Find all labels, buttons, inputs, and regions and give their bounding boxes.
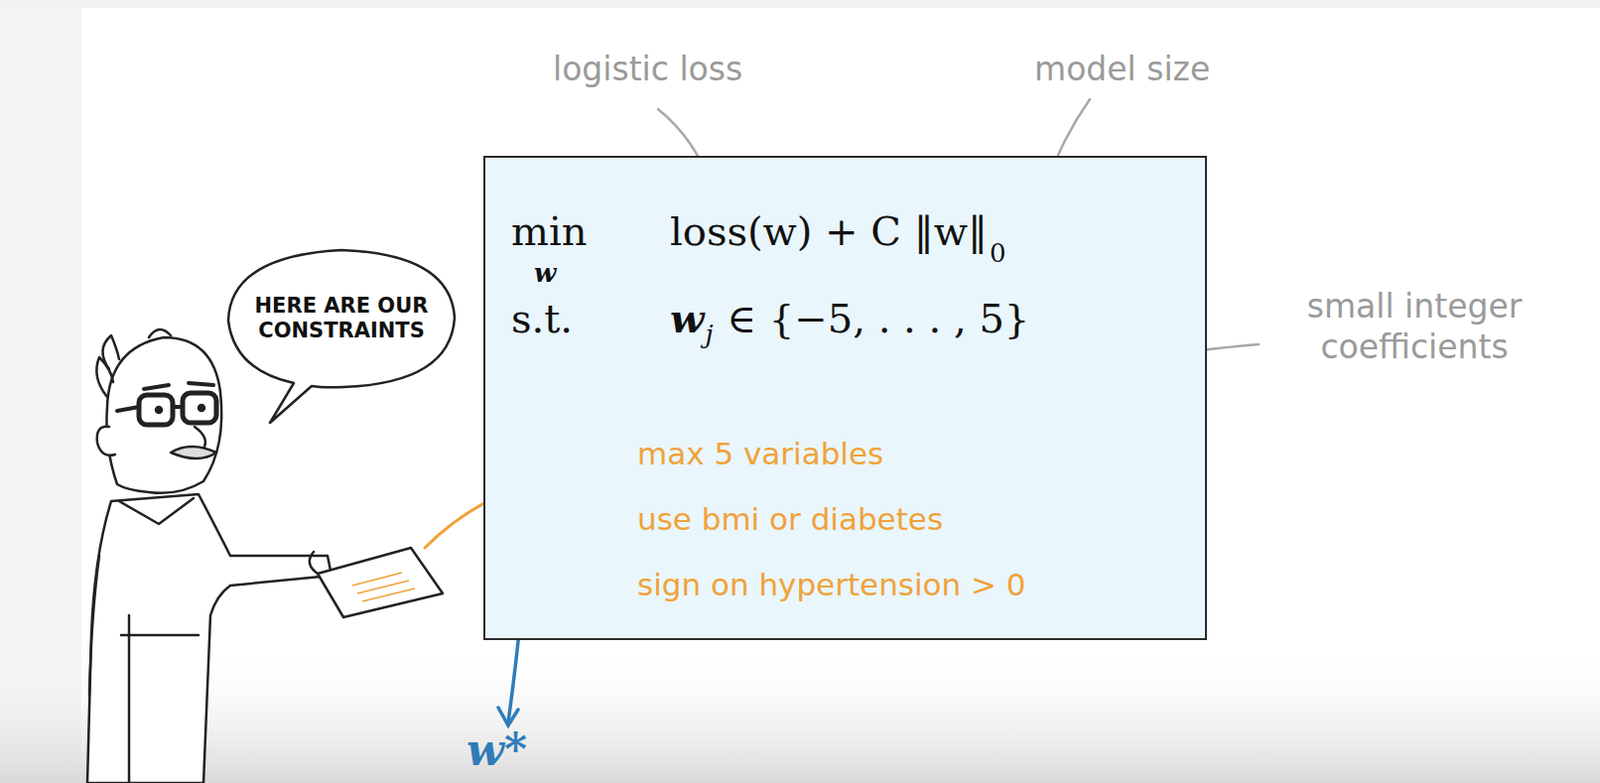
math-subscript: w bbox=[533, 259, 556, 288]
glasses-bridge bbox=[117, 406, 183, 411]
paper-lines bbox=[352, 572, 415, 602]
math-variable: w bbox=[669, 296, 704, 341]
arrow-head bbox=[498, 707, 519, 726]
math-st: s.t. bbox=[511, 296, 573, 341]
bottom-shade bbox=[0, 645, 1600, 783]
paper-line bbox=[352, 572, 415, 602]
man-ear bbox=[97, 426, 116, 456]
math-objective: loss(w) + C ‖w‖ bbox=[669, 209, 988, 254]
math-domain: ∈ {−5, . . . , 5} bbox=[727, 296, 1031, 341]
annotation-label: small integer coefficients bbox=[1270, 285, 1559, 369]
constraint-note: sign on hypertension > 0 bbox=[637, 567, 1027, 602]
math-subscript: 0 bbox=[989, 239, 1007, 268]
constraint-note: max 5 variables bbox=[637, 436, 884, 471]
math-subscript: j bbox=[704, 320, 713, 350]
man-arm bbox=[89, 555, 100, 695]
paper-sheet bbox=[317, 547, 443, 618]
constraint-note: use bmi or diabetes bbox=[637, 502, 943, 536]
annotation-label: logistic loss bbox=[552, 51, 743, 88]
man-glasses bbox=[138, 395, 173, 425]
man-hand bbox=[309, 551, 318, 574]
man-eye bbox=[155, 406, 162, 413]
formula-box: minwloss(w) + C ‖w‖0s.t.wj∈ {−5, . . . ,… bbox=[483, 155, 1207, 641]
man-eye bbox=[198, 404, 205, 411]
speech-bubble: HERE ARE OUR CONSTRAINTS bbox=[224, 246, 459, 392]
man-body bbox=[87, 494, 332, 783]
top-band bbox=[0, 0, 1600, 8]
math-min: min bbox=[511, 209, 587, 254]
man-nose bbox=[194, 426, 206, 447]
man-glasses bbox=[182, 393, 217, 423]
man-collar bbox=[119, 498, 194, 525]
man-leg bbox=[128, 615, 132, 783]
old-man bbox=[87, 329, 443, 783]
speech-text: HERE ARE OUR CONSTRAINTS bbox=[252, 293, 431, 344]
result-symbol: w* bbox=[466, 726, 528, 775]
man-mustache bbox=[170, 446, 217, 459]
annotation-label: model size bbox=[1034, 51, 1210, 88]
man-head bbox=[106, 337, 222, 494]
man-brows bbox=[143, 383, 214, 390]
man-belt bbox=[121, 634, 199, 638]
bubble-shape bbox=[228, 250, 455, 423]
